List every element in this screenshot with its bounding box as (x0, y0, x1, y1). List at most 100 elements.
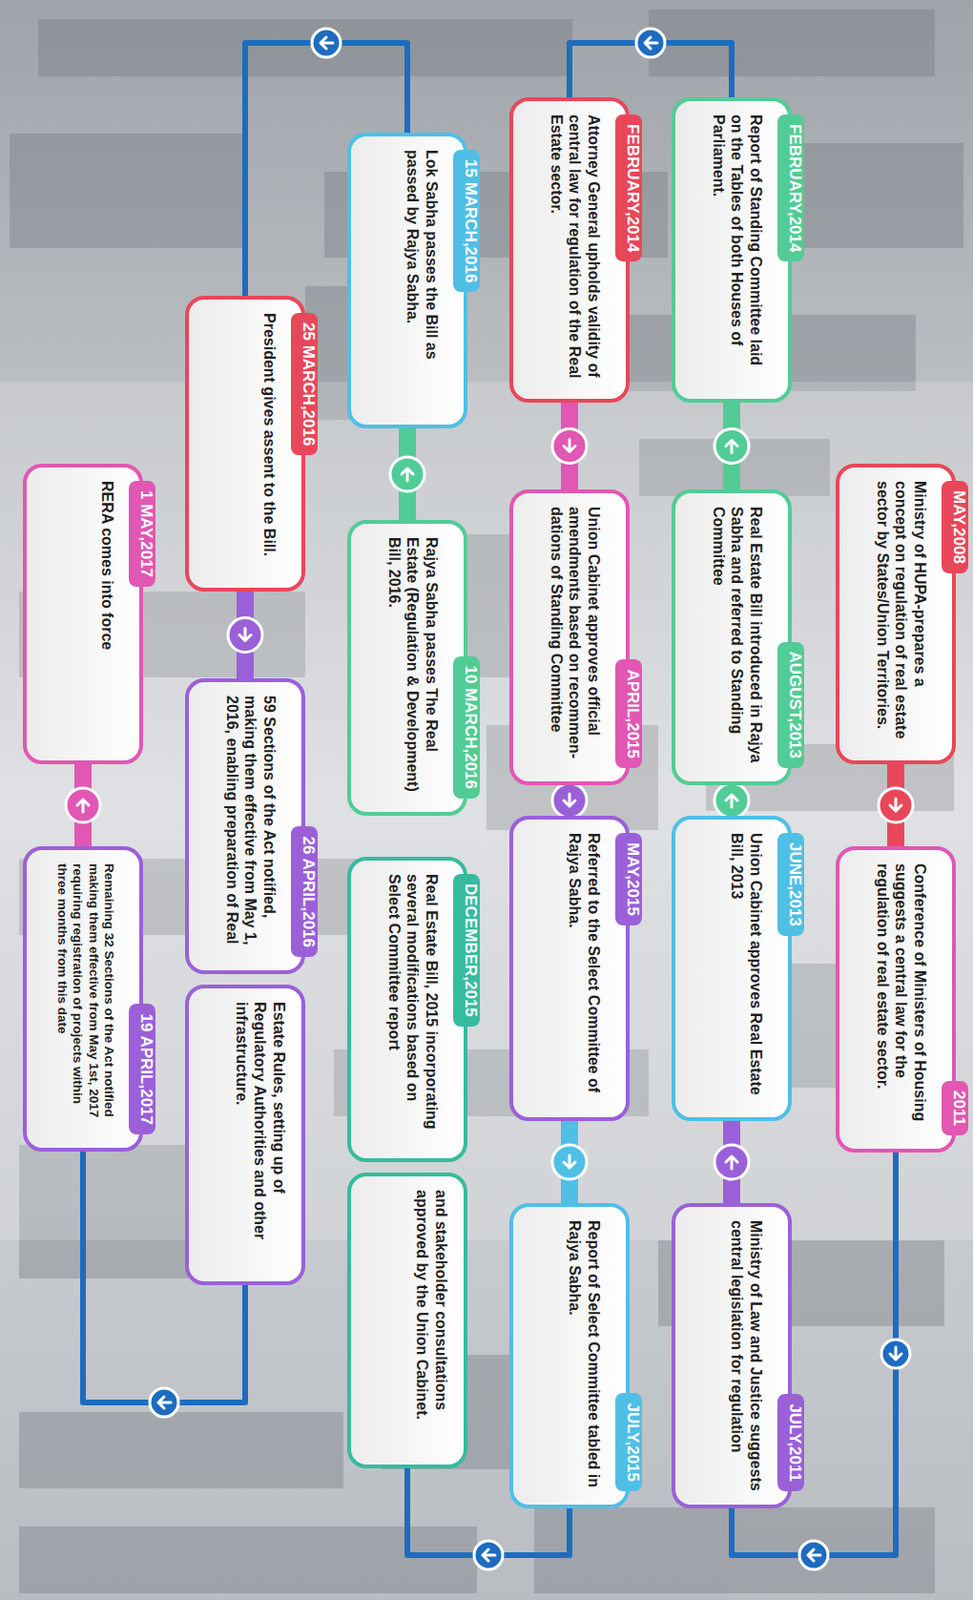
timeline-box: 26 APRIL,201659 Sections of the Act noti… (185, 678, 306, 974)
arrow-badge (714, 429, 749, 464)
event-text: Real Estate Bill, 2015 incorporating sev… (384, 873, 441, 1145)
arrow-head (239, 628, 251, 642)
connector (569, 28, 732, 98)
arrow-head (807, 1549, 821, 1561)
arrow-head (563, 793, 576, 807)
arrow-badge (552, 429, 587, 464)
arrow-badge (474, 1540, 503, 1570)
arrow-badge (227, 618, 263, 653)
arrow-circle (390, 456, 425, 492)
arrow-circle (881, 1339, 911, 1368)
box-content: Union Cabinet approves Real Estate Bill,… (727, 832, 766, 1104)
arrow-circle (714, 429, 749, 464)
arrow-head (890, 798, 902, 811)
date-tab: 19 APRIL,2017 (128, 1003, 156, 1135)
arrow-head (644, 37, 658, 49)
date-tab: FEBRUARY,2014 (615, 114, 642, 262)
event-text: Ministry of Law and Justice suggests cen… (727, 1220, 766, 1491)
event-text: 59 Sections of the Act notified, making … (222, 695, 279, 957)
arrow-circle (149, 1387, 179, 1417)
box-content: 59 Sections of the Act notified, making … (222, 695, 279, 957)
connector (714, 402, 749, 490)
box-content: Report of Standing Committee laid on the… (708, 114, 766, 386)
box-content: and stakeholder consultations approved b… (413, 1189, 451, 1451)
arrow-badge (552, 1144, 587, 1180)
event-text: Report of Standing Committee laid on the… (708, 114, 766, 386)
date-tab: 10 MARCH,2016 (453, 656, 480, 799)
arrow-circle (878, 787, 913, 823)
arrow-badge (390, 456, 425, 492)
event-text: Lok Sabha passes the Bill as passed by R… (403, 149, 441, 412)
timeline-box: FEBRUARY,2014Report of Standing Committe… (671, 97, 792, 403)
connector (552, 402, 587, 490)
box-content: Ministry of HUPA-prepares a concept on r… (872, 480, 930, 747)
timeline-box: FEBRUARY,2014Attorney General upholds va… (509, 97, 630, 403)
arrow-head (890, 1346, 902, 1360)
connector (552, 783, 587, 818)
event-text: Remaining 32 Sections of the Act notifie… (53, 863, 117, 1135)
box-content: Conference of Ministers of Housing sugge… (872, 863, 930, 1136)
box-content: Lok Sabha passes the Bill as passed by R… (403, 149, 441, 412)
arrow-circle (311, 28, 341, 58)
event-text: Rajya Sabha passes The Real Estate (Regu… (384, 537, 441, 799)
connector (714, 783, 749, 818)
event-text: Estate Rules, setting up of Regulatory A… (231, 1001, 289, 1268)
arrow-badge (149, 1387, 179, 1417)
date-tab: JULY,2011 (777, 1393, 805, 1491)
arrow-circle (552, 429, 587, 464)
arrow-circle (636, 28, 665, 58)
arrow-head (725, 440, 738, 454)
arrow-head (77, 799, 89, 812)
arrow-badge (552, 783, 587, 818)
timeline-box: MAY,2008Ministry of HUPA-prepares a conc… (835, 463, 956, 765)
timeline-box: 19 APRIL,2017Remaining 32 Sections of th… (22, 846, 144, 1152)
arrow-circle (552, 1144, 587, 1180)
date-tab: FEBRUARY,2014 (777, 114, 805, 262)
haze (0, 381, 973, 1241)
timeline-box: JUNE,2013Union Cabinet approves Real Est… (671, 815, 792, 1121)
arrow-badge (65, 787, 101, 823)
connector (227, 591, 263, 679)
arrow-head (158, 1396, 171, 1408)
timeline-box: 2011Conference of Ministers of Housing s… (835, 846, 956, 1153)
box-content: Report of Select Committee tabled in Raj… (565, 1220, 603, 1491)
date-tab: MAY,2008 (941, 480, 969, 574)
timeline-box: DECEMBER,2015Real Estate Bill, 2015 inco… (347, 856, 468, 1162)
arrow-head (725, 794, 738, 808)
box-content: RERA comes into force (97, 480, 117, 747)
connector (390, 428, 425, 520)
arrow-head (563, 439, 576, 453)
timeline-box: MAY,2015Referred to the Select Committee… (509, 815, 630, 1121)
box-content: Referred to the Select Committee of Rajy… (565, 832, 603, 1104)
event-text: Report of Select Committee tabled in Raj… (565, 1220, 603, 1491)
connector-line (723, 1120, 741, 1203)
timeline-box: AUGUST,2013Real Estate Bill introduced i… (671, 489, 792, 786)
timeline-box: Estate Rules, setting up of Regulatory A… (185, 984, 306, 1285)
date-tab: MAY,2015 (615, 832, 642, 926)
arrow-badge (714, 1144, 749, 1180)
date-tab: 15 MARCH,2016 (453, 149, 480, 292)
connector-line (560, 402, 579, 490)
arrow-badge (799, 1540, 829, 1570)
arrow-circle (714, 1144, 749, 1180)
date-tab: 25 MARCH,2016 (290, 312, 318, 456)
box-content: President gives assent to the Bill. (259, 312, 279, 575)
timeline-box: JULY,2011Ministry of Law and Justice sug… (671, 1202, 792, 1509)
timeline-box: APRIL,2015Union Cabinet approves officia… (509, 489, 630, 786)
event-text: Conference of Ministers of Housing sugge… (872, 863, 930, 1136)
connector (714, 1120, 749, 1203)
timeline-box: JULY,2015Report of Select Committee tabl… (509, 1202, 630, 1509)
box-content: Attorney General upholds validity of cen… (546, 114, 603, 386)
arrow-circle (474, 1540, 503, 1570)
arrow-head (563, 1155, 576, 1168)
arrow-circle (714, 783, 749, 818)
timeline-box: 15 MARCH,2016Lok Sabha passes the Bill a… (347, 132, 468, 429)
arrow-head (401, 468, 414, 481)
arrow-badge (636, 28, 665, 58)
box-content: Estate Rules, setting up of Regulatory A… (231, 1001, 289, 1268)
connector-line (74, 764, 92, 847)
event-text: and stakeholder consultations approved b… (413, 1189, 451, 1451)
